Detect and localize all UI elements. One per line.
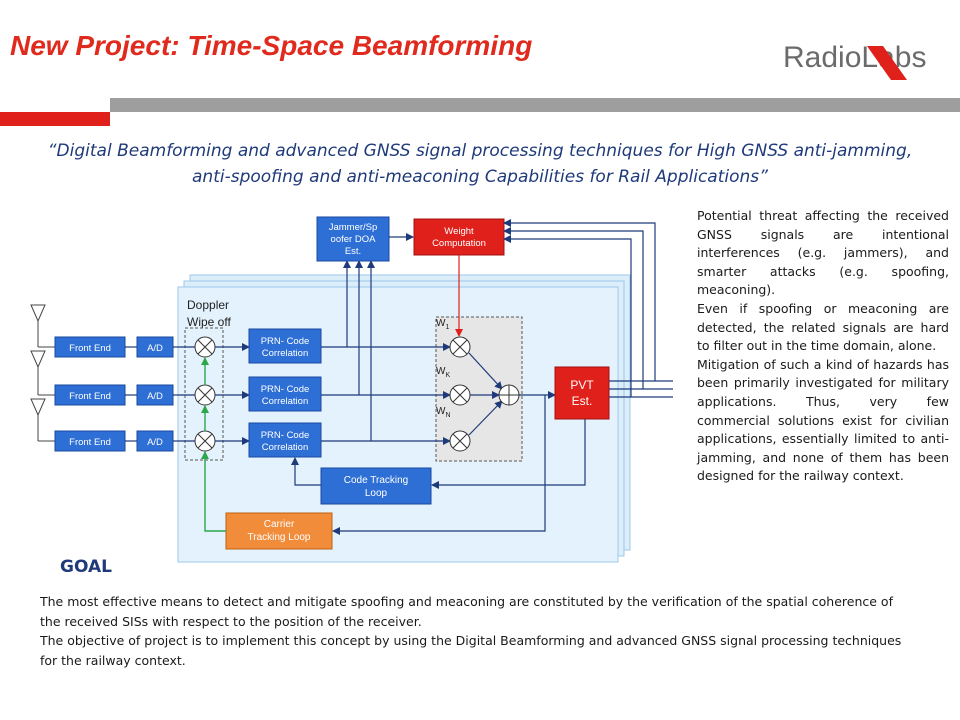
front-end-label: Front End (69, 391, 111, 402)
prn-label-line2: Correlation (262, 442, 308, 453)
goal-description: The most effective means to detect and m… (40, 592, 910, 670)
code-tracking-label-line1: Code Tracking (344, 475, 408, 486)
prn-label-line2: Correlation (262, 396, 308, 407)
pvt-label-line1: PVT (570, 378, 594, 392)
prn-label-line1: PRN- Code (261, 430, 310, 441)
goal-paragraph-1: The most effective means to detect and m… (40, 594, 893, 629)
ad-label: A/D (147, 437, 163, 448)
doppler-mixer-icon (194, 336, 216, 452)
code-tracking-label-line2: Loop (365, 488, 388, 499)
logo-slash-icon (867, 46, 907, 80)
doppler-label-line1: Doppler (187, 298, 229, 312)
front-end-row-2: Front End A/D (54, 384, 174, 406)
logo-graphic: RadioLabs (783, 41, 926, 80)
prn-label-line1: PRN- Code (261, 384, 310, 395)
prn-label-line2: Correlation (262, 348, 308, 359)
weight-label-line2: Computation (432, 238, 486, 249)
jammer-label-line1: Jammer/Sp (329, 222, 378, 233)
ad-label: A/D (147, 391, 163, 402)
carrier-label-line1: Carrier (264, 519, 295, 530)
code-tracking-loop-box: Code Tracking Loop (320, 467, 432, 505)
front-end-label: Front End (69, 343, 111, 354)
radiolabs-logo: RadioLabs (783, 38, 953, 82)
jammer-spoofer-doa-box: Jammer/Sp oofer DOA Est. (316, 216, 390, 262)
goal-heading: GOAL (60, 557, 112, 577)
weight-wk-label: WK (436, 366, 450, 379)
project-quote: “Digital Beamforming and advanced GNSS s… (47, 141, 913, 187)
threat-paragraph-3: Mitigation of such a kind of hazards has… (697, 356, 949, 484)
weight-w1-label: W1 (436, 318, 449, 331)
antenna-icon (30, 304, 55, 442)
jammer-label-line3: Est. (345, 246, 361, 257)
logo-text: RadioLabs (783, 41, 926, 74)
carrier-label-line2: Tracking Loop (248, 532, 311, 543)
weight-mixer-icon (449, 336, 471, 452)
goal-paragraph-2: The objective of project is to implement… (40, 633, 902, 668)
page-title: New Project: Time-Space Beamforming (10, 30, 533, 61)
summation-icon (498, 384, 520, 406)
threat-paragraph-1: Potential threat affecting the received … (697, 208, 949, 298)
weight-wn-label: WN (436, 406, 451, 419)
weight-label-line1: Weight (444, 226, 474, 237)
front-end-row-3: Front End A/D (54, 430, 174, 452)
pvt-est-box: PVT Est. (554, 366, 610, 420)
prn-correlation-2: PRN- Code Correlation (248, 376, 322, 412)
doppler-label-line2: Wipe off (187, 315, 231, 329)
beamforming-diagram: Doppler Wipe off Front End A/D Front End… (30, 216, 673, 563)
header-bar-gray (110, 98, 960, 112)
pvt-label-line2: Est. (572, 394, 593, 408)
carrier-tracking-loop-box: Carrier Tracking Loop (225, 512, 333, 550)
threat-paragraph-2: Even if spoofing or meaconing are detect… (697, 300, 949, 354)
prn-correlation-1: PRN- Code Correlation (248, 328, 322, 364)
front-end-label: Front End (69, 437, 111, 448)
ad-label: A/D (147, 343, 163, 354)
jammer-label-line2: oofer DOA (331, 234, 377, 245)
prn-label-line1: PRN- Code (261, 336, 310, 347)
weight-computation-box: Weight Computation (413, 218, 505, 256)
prn-correlation-3: PRN- Code Correlation (248, 422, 322, 458)
threat-description: Potential threat affecting the received … (697, 207, 949, 486)
front-end-row-1: Front End A/D (54, 336, 174, 358)
header-bar-red (0, 112, 110, 126)
